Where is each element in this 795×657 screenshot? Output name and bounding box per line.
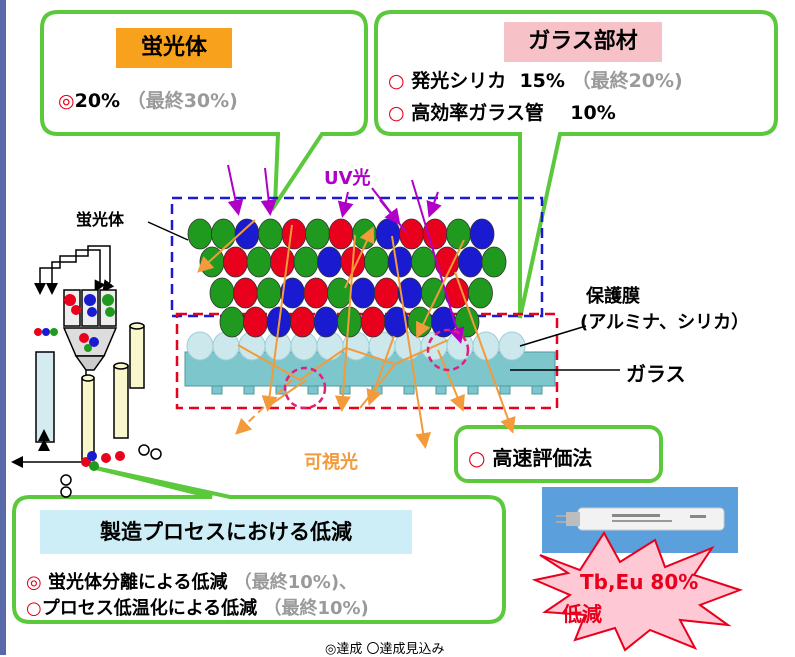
visible-label: 可視光 [304, 452, 358, 473]
phosphor-particle [305, 218, 330, 250]
phosphor-particle [411, 246, 436, 278]
achieved-mark: ◎ [58, 90, 75, 112]
phosphor-particle [293, 246, 319, 278]
uv-arrows [227, 164, 465, 344]
expected-mark: ○ [388, 102, 405, 124]
glass-row-1: ○ 発光シリカ 15% （最終20%) [388, 66, 683, 93]
phosphor-particle [258, 218, 283, 250]
glass-layer-dashed-box [175, 312, 559, 410]
expected-mark: ○ [388, 70, 405, 92]
glass-row-2-text: 高効率ガラス管 10% [411, 102, 616, 124]
expected-mark: ○ [26, 598, 42, 619]
eval-row: ○ 高速評価法 [468, 442, 592, 471]
phosphor-particle [187, 218, 213, 250]
glass-row-2: ○ 高効率ガラス管 10% [388, 98, 616, 125]
achieved-mark: ◎ [26, 572, 42, 593]
phosphor-particle [281, 218, 307, 250]
left-edge-bar [0, 0, 6, 655]
phosphor-label-pointer [147, 221, 189, 241]
process-row-1-text: 蛍光体分離による低減 [48, 572, 228, 593]
process-row-2-text: プロセス低温化による低減 [41, 598, 258, 619]
phosphor-particle [422, 218, 448, 250]
phosphor-particle [360, 306, 386, 338]
protect-label-pointer [519, 325, 587, 347]
visible-light-arrows [197, 219, 516, 449]
burst-line-1: Tb,Eu 80% [580, 570, 699, 594]
phosphor-final: （最終30%) [126, 90, 238, 112]
protect-label-2: (アルミナ、シリカ） [580, 312, 750, 333]
phosphor-stat: ◎20% （最終30%) [58, 86, 238, 113]
process-row-1-final: （最終10%)、 [233, 572, 358, 593]
glass-title: ガラス部材 [504, 22, 662, 62]
phosphor-particle [374, 277, 399, 309]
glass-label: ガラス [626, 362, 686, 386]
phosphor-particle [243, 306, 268, 338]
legend: ◎達成 〇達成見込み [325, 642, 445, 657]
phosphor-particle [399, 218, 424, 250]
phosphor-particle [469, 218, 495, 250]
phosphor-particle [481, 246, 507, 278]
scatter-spot-circle-2 [426, 328, 470, 372]
phosphor-particle [233, 277, 258, 309]
process-title: 製造プロセスにおける低減 [40, 510, 412, 554]
glass-row-1-text: 発光シリカ 15% [411, 70, 565, 92]
uv-label: UV光 [324, 168, 371, 189]
phosphor-particle [458, 246, 483, 278]
phosphor-particle [446, 218, 471, 250]
film-particle [498, 331, 526, 361]
phosphor-particle [303, 277, 329, 309]
phosphor-particle [211, 218, 236, 250]
scatter-spot-circle-1 [283, 366, 327, 410]
phosphor-particle [375, 218, 401, 250]
burst-line-2: 低減 [562, 602, 602, 626]
apparatus-particles [34, 294, 125, 471]
film-particle [186, 331, 214, 361]
process-row-2-final: （最終10%) [263, 598, 369, 619]
eval-box-frame [454, 425, 663, 483]
phosphor-particle [209, 277, 235, 309]
phosphor-particle [256, 277, 282, 309]
phosphor-particle [219, 306, 245, 338]
phosphor-particle [313, 306, 339, 338]
protective-film-particles [186, 331, 526, 361]
glass-substrate [184, 351, 556, 395]
phosphor-particle [223, 246, 248, 278]
phosphor-particle [387, 246, 413, 278]
phosphor-label: 蛍光体 [76, 210, 125, 229]
protect-label-1: 保護膜 [586, 286, 640, 307]
phosphor-particle [270, 246, 295, 278]
fluorescent-tube-photo [542, 487, 738, 553]
phosphor-particle [290, 306, 315, 338]
phosphor-particle [317, 246, 342, 278]
reduction-starburst [531, 531, 744, 652]
phosphor-value: 20% [74, 90, 121, 112]
phosphor-particle [328, 218, 354, 250]
eval-text: 高速評価法 [492, 446, 593, 470]
phosphor-title: 蛍光体 [116, 28, 232, 68]
phosphor-particle [350, 277, 376, 309]
process-row-1: ◎ 蛍光体分離による低減 （最終10%)、 [26, 568, 357, 594]
phosphor-particles [187, 218, 507, 338]
phosphor-particle [364, 246, 389, 278]
glass-callout-frame [374, 10, 778, 319]
glass-row-1-final: （最終20%) [571, 70, 683, 92]
expected-mark: ○ [468, 446, 486, 470]
process-row-2: ○プロセス低温化による低減 （最終10%) [26, 594, 369, 620]
phosphor-particle [246, 246, 272, 278]
phosphor-particle [468, 277, 493, 309]
